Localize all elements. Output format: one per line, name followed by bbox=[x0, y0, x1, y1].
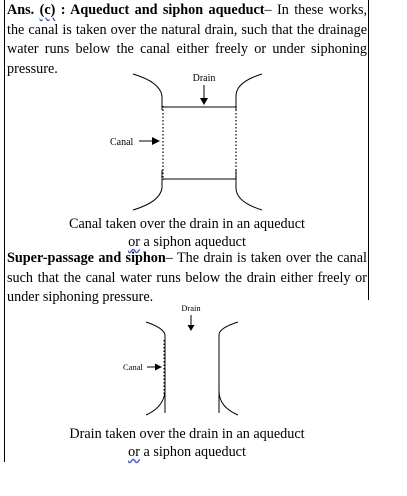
superpassage-paragraph: Super-passage and siphon– The drain is t… bbox=[7, 249, 367, 308]
superpassage-heading: Super-passage and siphon bbox=[7, 250, 166, 266]
right-border-rule bbox=[368, 0, 369, 300]
answer-paragraph: Ans. (c) : Aqueduct and siphon aqueduct–… bbox=[7, 1, 367, 79]
bottom-left-bank-2 bbox=[145, 390, 166, 416]
bottom-right-bank bbox=[235, 170, 263, 211]
figure2-caption-line2: or a siphon aqueduct bbox=[7, 443, 367, 461]
figure2-caption-line1: Drain taken over the drain in an aqueduc… bbox=[69, 426, 305, 442]
answer-body: In these works, the canal is taken over … bbox=[7, 2, 368, 77]
answer-option: (c) bbox=[39, 2, 56, 18]
aqueduct-diagram: Drain Canal bbox=[110, 73, 263, 211]
top-right-bank-2 bbox=[218, 321, 239, 413]
figure1-caption-line2: or a siphon aqueduct bbox=[7, 233, 367, 251]
drain-label: Drain bbox=[193, 73, 216, 84]
superpassage-body: The drain is taken over the canal such t… bbox=[7, 250, 367, 306]
canal-arrowhead-2 bbox=[155, 363, 162, 371]
top-left-bank-2 bbox=[145, 321, 166, 413]
figure2-caption-or: or bbox=[128, 444, 140, 460]
superpassage-dash: – bbox=[165, 250, 177, 266]
bottom-left-bank bbox=[132, 170, 163, 211]
answer-heading: Aqueduct and siphon aqueduct bbox=[70, 2, 265, 18]
answer-colon: : bbox=[55, 2, 71, 18]
figure1-caption-or: or bbox=[128, 234, 140, 250]
figure1-caption-line1: Canal taken over the drain in an aqueduc… bbox=[69, 216, 305, 232]
canal-arrowhead bbox=[152, 137, 160, 145]
drain-arrowhead-2 bbox=[187, 325, 195, 331]
figure2-caption-rest: a siphon aqueduct bbox=[139, 444, 246, 460]
answer-dash: – bbox=[264, 2, 278, 18]
superpassage-diagram: Drain Canal bbox=[123, 303, 239, 416]
bottom-right-bank-2 bbox=[218, 390, 239, 416]
canal-label-2: Canal bbox=[123, 362, 143, 372]
drain-arrowhead bbox=[200, 98, 208, 105]
top-left-bank bbox=[132, 73, 163, 110]
figure1-caption-rest: a siphon aqueduct bbox=[139, 234, 246, 250]
answer-prefix: Ans. bbox=[7, 2, 40, 18]
left-border-rule bbox=[4, 0, 5, 462]
drain-label-2: Drain bbox=[181, 303, 201, 313]
canal-label: Canal bbox=[110, 137, 134, 148]
top-right-bank bbox=[235, 73, 263, 110]
